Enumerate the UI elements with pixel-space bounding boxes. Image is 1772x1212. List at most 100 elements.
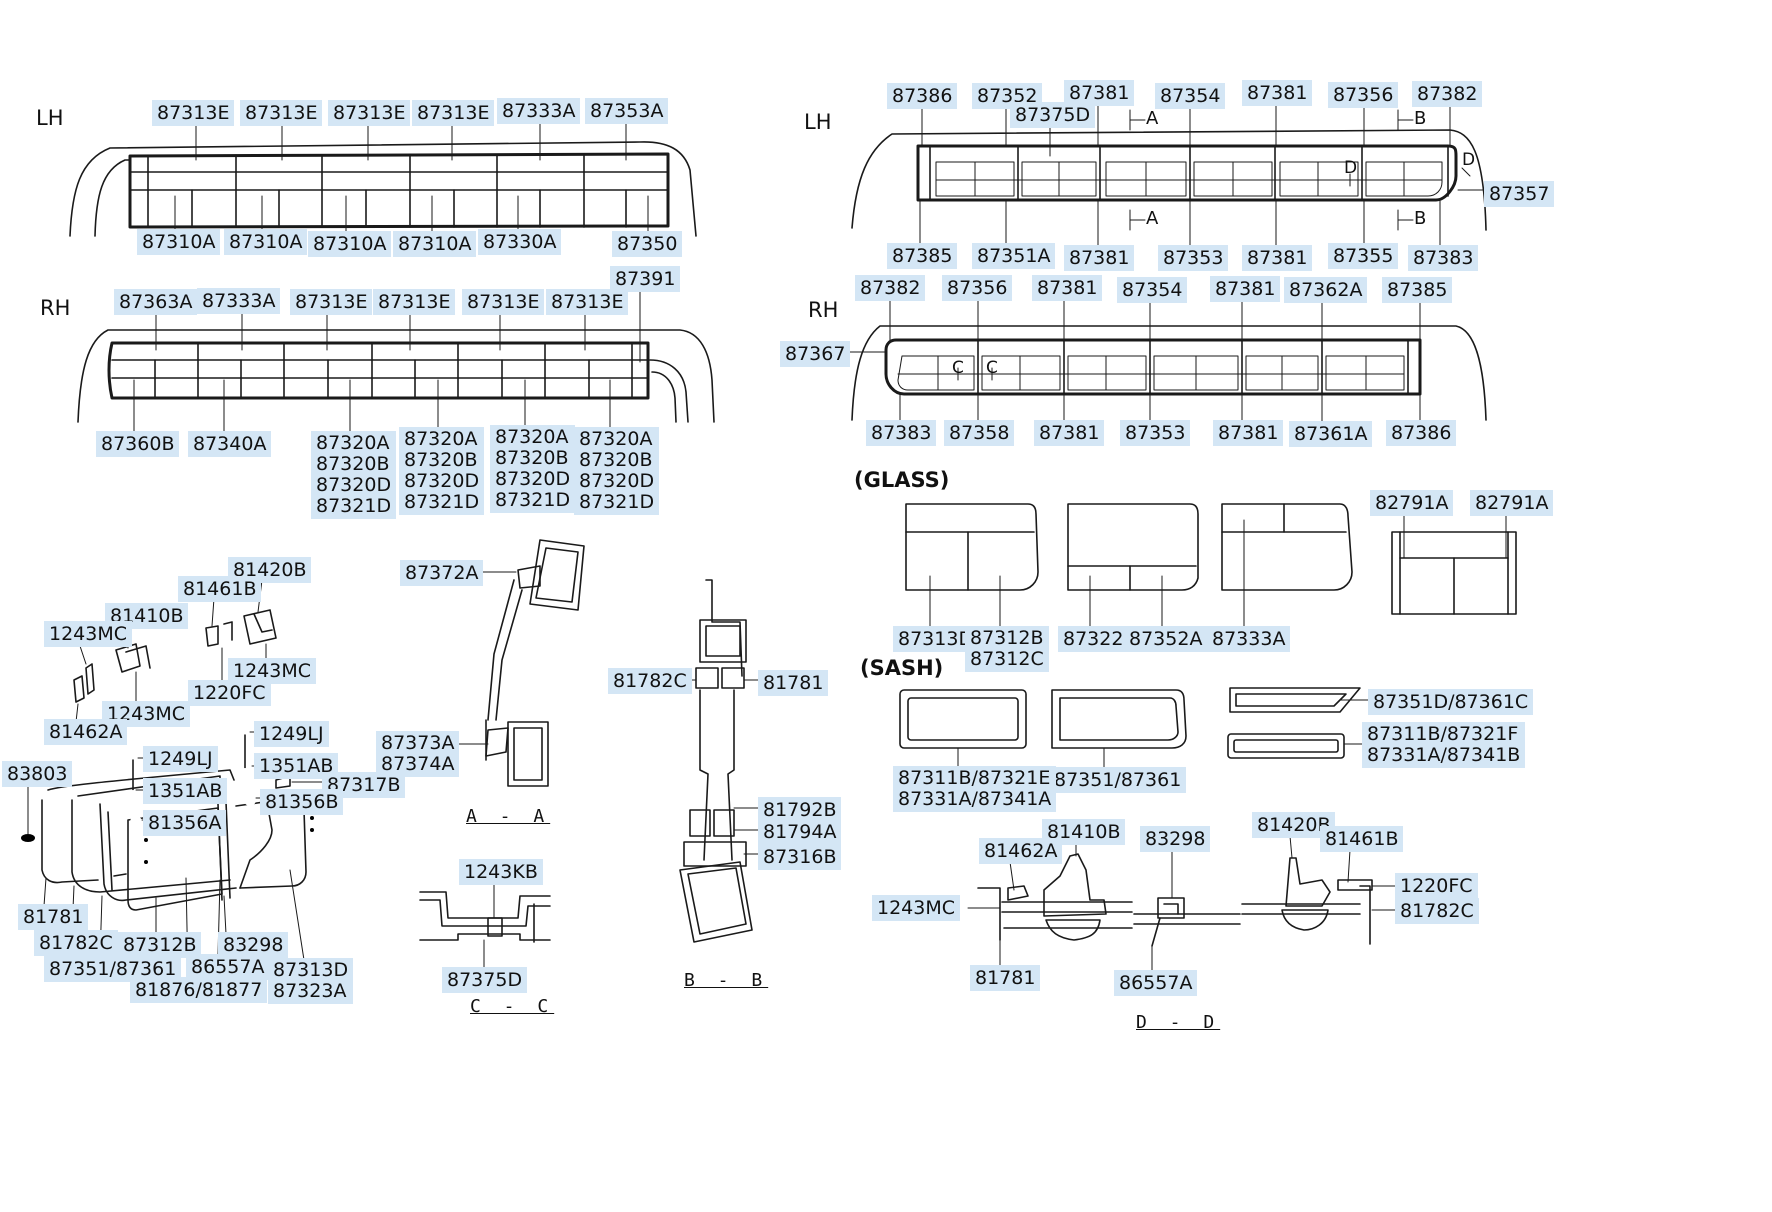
part-label: 87353: [1158, 245, 1229, 271]
part-label-line: 87320B: [404, 449, 478, 471]
part-label: 86557A: [186, 954, 270, 980]
part-label: 87313E: [462, 289, 545, 315]
part-label: 87372A: [400, 560, 484, 586]
part-label: 81876/81877: [130, 977, 268, 1003]
part-label-line: 87311B/87321E: [898, 767, 1051, 789]
part-label: 87381: [1034, 420, 1105, 446]
part-label: 87313E: [373, 289, 456, 315]
part-label: 87381: [1242, 245, 1313, 271]
part-label: 81781: [758, 670, 829, 696]
section-caption-aa: A - A: [466, 806, 551, 827]
part-label: 87353: [1120, 420, 1191, 446]
part-label: 83298: [218, 932, 289, 958]
part-label: 87356: [1328, 82, 1399, 108]
part-label: 87313D: [893, 626, 979, 652]
part-label: 87351D/87361C: [1368, 689, 1534, 715]
part-label: 1243MC: [44, 621, 133, 647]
part-label: 87350: [612, 231, 683, 257]
part-label: 81782C: [1395, 898, 1479, 924]
part-label: 87322: [1058, 626, 1129, 652]
part-label: 87363A: [114, 289, 198, 315]
part-label-line: 87320D: [495, 468, 571, 490]
rh-body-right: [841, 297, 1487, 423]
part-label: 1220FC: [1395, 873, 1478, 899]
part-label-line: 87320D: [579, 470, 655, 492]
part-label: 87385: [1382, 277, 1453, 303]
part-label-line: 87320D: [316, 474, 392, 496]
part-label: 87381: [1032, 275, 1103, 301]
part-label: 87391: [610, 266, 681, 292]
part-label: 87362A: [1284, 277, 1368, 303]
part-label: 87357: [1484, 181, 1555, 207]
part-label: 1351AB: [143, 778, 228, 804]
part-label: 87352A: [1124, 626, 1208, 652]
part-label: 87313E: [290, 289, 373, 315]
section-aa-art: [453, 539, 585, 787]
part-label: 87381: [1210, 276, 1281, 302]
part-label-line: 87321D: [316, 495, 392, 517]
part-label: 87340A: [188, 431, 272, 457]
part-label: 81356B: [260, 789, 344, 815]
part-label-line: 87320A: [495, 426, 569, 448]
cut-mark-d-right: D: [1462, 150, 1476, 170]
part-label: 87333A: [1207, 626, 1291, 652]
cut-mark-b-top: B: [1414, 108, 1427, 129]
part-label: 87313E: [412, 100, 495, 126]
part-label: 1249LJ: [254, 721, 329, 747]
part-label-line: 87320A: [316, 432, 390, 454]
part-label: 81781: [970, 965, 1041, 991]
part-label-line: 87331A/87341A: [898, 788, 1052, 810]
part-label-line: 87331A/87341B: [1367, 744, 1521, 766]
part-label: 87355: [1328, 243, 1399, 269]
part-label: 87375D: [1010, 102, 1096, 128]
part-label: 87313E: [546, 289, 629, 315]
part-label: 87354: [1117, 277, 1188, 303]
part-label: 87313E: [240, 100, 323, 126]
part-label: 87351A: [972, 243, 1056, 269]
part-label-line: 87320D: [404, 470, 480, 492]
part-label: 87313E: [328, 100, 411, 126]
part-label-line: 87312C: [970, 648, 1044, 670]
glass-panels: [905, 503, 1517, 631]
cut-mark-a-top: A: [1146, 108, 1159, 129]
part-label: 81781: [18, 904, 89, 930]
part-label: 81462A: [44, 719, 128, 745]
part-label: 87351/87361: [1049, 767, 1187, 793]
cut-mark-c-right: C: [986, 358, 998, 378]
part-label: 87375D: [442, 967, 528, 993]
part-label: 87382: [855, 275, 926, 301]
rh-label-left: RH: [40, 296, 71, 320]
lh-label-right: LH: [804, 110, 832, 134]
part-label: 87333A: [197, 288, 281, 314]
part-label: 87310A: [224, 229, 308, 255]
part-label-line: 87374A: [381, 753, 455, 775]
window-assembly: [21, 579, 329, 979]
part-label: 87361A: [1289, 421, 1373, 447]
rh-body-left: [77, 288, 715, 433]
part-label: 87356: [942, 275, 1013, 301]
part-label: 87386: [1386, 420, 1457, 446]
part-label-line: 87321D: [495, 489, 571, 511]
cut-mark-c-left: C: [952, 358, 964, 378]
lh-label-left: LH: [36, 106, 64, 130]
section-bb-art: [679, 579, 761, 943]
part-label: 87316B: [758, 844, 842, 870]
part-label: 87381: [1242, 80, 1313, 106]
part-label: 81782C: [608, 668, 692, 694]
part-label: 87310A: [308, 231, 392, 257]
part-label-line: 87320B: [316, 453, 390, 475]
part-label: 81782C: [34, 930, 118, 956]
part-label: 1243MC: [872, 895, 961, 921]
cut-mark-d-left: D: [1344, 158, 1358, 178]
part-label: 87360B: [96, 431, 180, 457]
part-label: 1249LJ: [143, 746, 218, 772]
part-label-line: 87321D: [404, 491, 480, 513]
